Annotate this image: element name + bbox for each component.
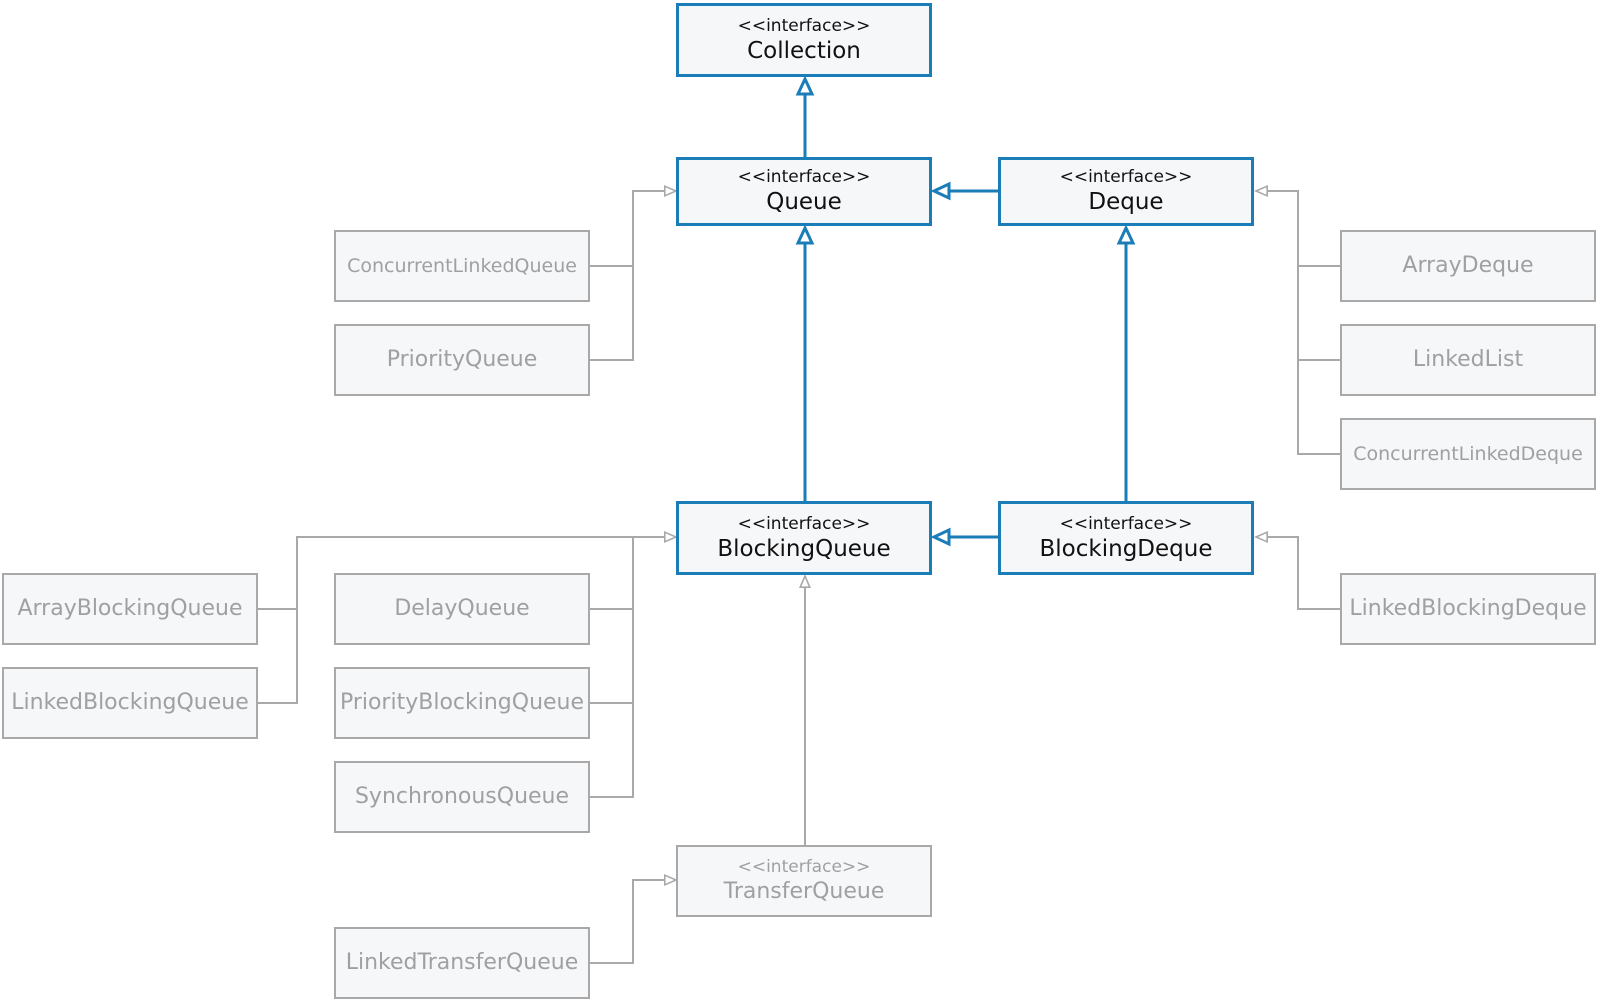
class-name: LinkedTransferQueue — [345, 950, 579, 975]
class-name: ConcurrentLinkedQueue — [347, 255, 577, 277]
class-name: DelayQueue — [394, 596, 530, 621]
interface-name: Deque — [1088, 189, 1164, 215]
edge-priorityqueue-to-queue — [590, 191, 634, 361]
class-name: ArrayBlockingQueue — [17, 596, 243, 621]
interface-name: BlockingQueue — [717, 535, 891, 562]
class-name: SynchronousQueue — [354, 784, 570, 809]
class-linked-list: LinkedList — [1340, 324, 1596, 396]
edge-priorityblockingqueue-to-blockingqueue — [590, 609, 634, 704]
class-name: LinkedList — [1412, 347, 1524, 372]
interface-name: TransferQueue — [723, 878, 885, 904]
edge-linkedblockingdeque-to-blockingdeque — [1253, 530, 1340, 610]
interface-name: BlockingDeque — [1039, 535, 1213, 562]
class-name: PriorityBlockingQueue — [339, 690, 585, 715]
class-array-blocking-queue: ArrayBlockingQueue — [2, 573, 258, 645]
class-synchronous-queue: SynchronousQueue — [334, 761, 590, 833]
interface-name: Collection — [747, 37, 861, 64]
stereotype-label: <<interface>> — [1059, 513, 1193, 534]
stereotype-label: <<interface>> — [1059, 167, 1193, 187]
stereotype-label: <<interface>> — [737, 856, 871, 877]
class-name: LinkedBlockingQueue — [11, 690, 249, 715]
class-array-deque: ArrayDeque — [1340, 230, 1596, 302]
class-linked-transfer-queue: LinkedTransferQueue — [334, 927, 590, 999]
interface-name: Queue — [766, 189, 842, 215]
class-concurrent-linked-queue: ConcurrentLinkedQueue — [334, 230, 590, 302]
class-name: ConcurrentLinkedDeque — [1353, 443, 1583, 465]
class-name: ArrayDeque — [1402, 253, 1534, 278]
class-priority-blocking-queue: PriorityBlockingQueue — [334, 667, 590, 739]
class-linked-blocking-queue: LinkedBlockingQueue — [2, 667, 258, 739]
class-name: LinkedBlockingDeque — [1349, 596, 1587, 621]
class-name: PriorityQueue — [386, 347, 538, 372]
class-delay-queue: DelayQueue — [334, 573, 590, 645]
class-priority-queue: PriorityQueue — [334, 324, 590, 396]
interface-blocking-queue: <<interface>> BlockingQueue — [676, 501, 932, 575]
stereotype-label: <<interface>> — [737, 513, 871, 534]
edge-delayqueue-to-blockingqueue — [590, 537, 634, 610]
edge-linkedtransferqueue-to-transferqueue — [590, 873, 679, 964]
edge-synchronousqueue-to-blockingqueue — [590, 703, 634, 798]
interface-blocking-deque: <<interface>> BlockingDeque — [998, 501, 1254, 575]
interface-deque: <<interface>> Deque — [998, 157, 1254, 226]
interface-queue: <<interface>> Queue — [676, 157, 932, 226]
class-linked-blocking-deque: LinkedBlockingDeque — [1340, 573, 1596, 645]
edge-arraydeque-to-deque — [1253, 184, 1340, 267]
class-concurrent-linked-deque: ConcurrentLinkedDeque — [1340, 418, 1596, 490]
interface-collection: <<interface>> Collection — [676, 3, 932, 77]
stereotype-label: <<interface>> — [737, 15, 871, 36]
edge-arrayblockingqueue-to-blockingqueue — [258, 530, 679, 610]
edge-concurrentlinkeddeque-to-deque — [1297, 266, 1340, 455]
interface-transfer-queue: <<interface>> TransferQueue — [676, 845, 932, 917]
edge-linkedblockingqueue-to-blockingqueue — [258, 609, 298, 704]
stereotype-label: <<interface>> — [737, 167, 871, 187]
